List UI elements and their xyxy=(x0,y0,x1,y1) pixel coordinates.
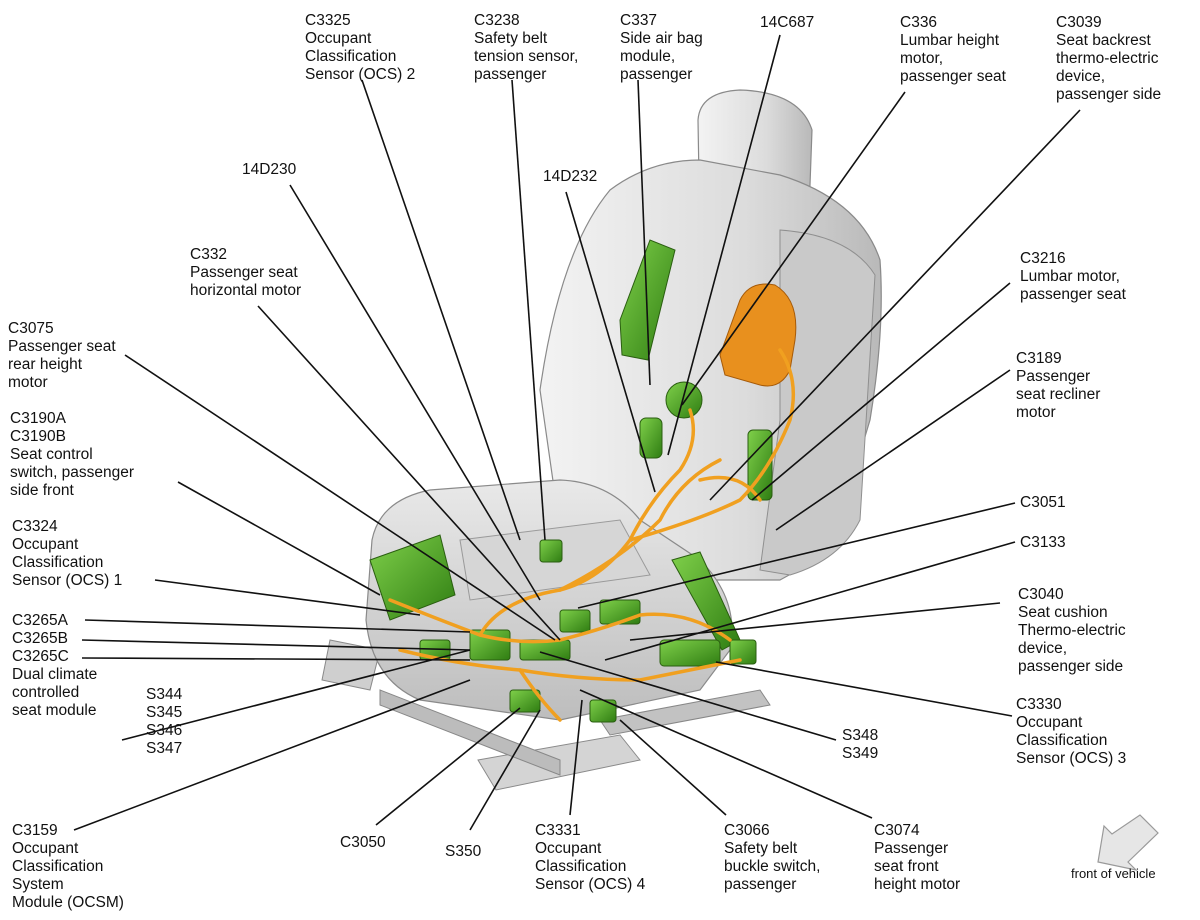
lumbar-motor xyxy=(719,283,797,387)
label-c3051: C3051 xyxy=(1020,494,1066,511)
leader-lines xyxy=(73,34,1081,831)
label-s350: S350 xyxy=(445,843,482,860)
label-14d232: 14D232 xyxy=(543,168,598,185)
wiring-harness xyxy=(388,348,796,722)
front-arrow-icon xyxy=(1097,814,1159,872)
label-14c687: 14C687 xyxy=(760,14,815,31)
label-c3050: C3050 xyxy=(340,834,386,851)
label-c3133: C3133 xyxy=(1020,534,1066,551)
label-14d230: 14D230 xyxy=(242,161,297,178)
label-front-of-vehicle: front of vehicle xyxy=(1071,866,1156,881)
